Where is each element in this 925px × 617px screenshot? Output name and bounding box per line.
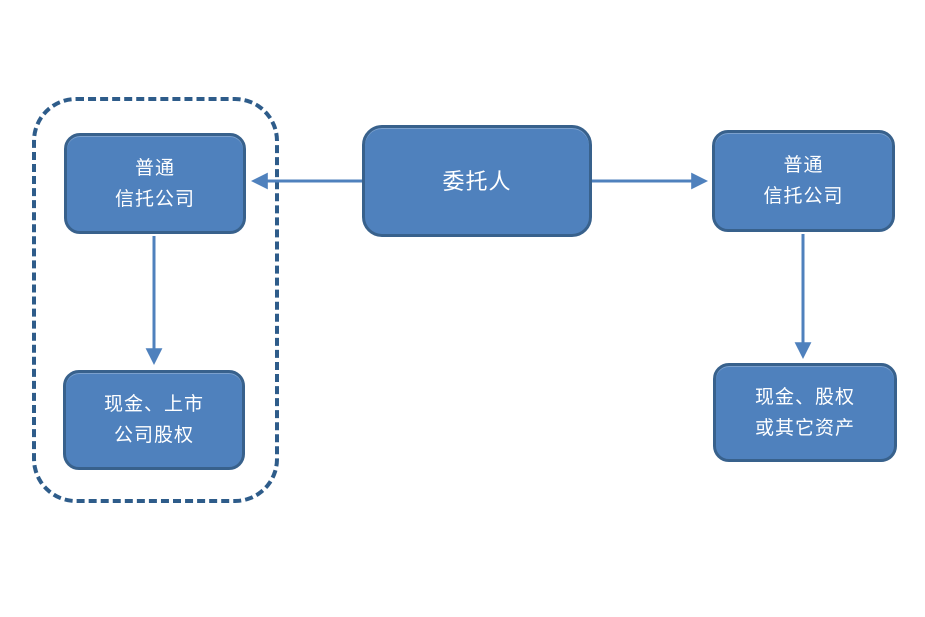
node-right-assets-label-line1: 现金、股权 <box>754 386 855 408</box>
node-left-trust-label-line1: 普通 <box>134 157 175 179</box>
node-left-assets-label-line2: 公司股权 <box>113 425 194 446</box>
dashed-group-outline <box>32 97 279 503</box>
node-principal: 委托人 <box>362 125 592 237</box>
node-principal-label: 委托人 <box>442 168 512 194</box>
node-right-assets: 现金、股权 或其它资产 <box>713 363 897 462</box>
node-left-trust-label-line2: 信托公司 <box>114 188 195 210</box>
node-right-trust-label-line1: 普通 <box>783 155 824 176</box>
node-left-assets-label-line1: 现金、上市 <box>103 394 204 415</box>
node-right-trust-label-line2: 信托公司 <box>763 186 844 207</box>
node-right-assets-label-line2: 或其它资产 <box>754 417 855 439</box>
node-right-trust-company: 普通 信托公司 <box>712 130 895 232</box>
node-left-trust-company: 普通 信托公司 <box>64 133 246 234</box>
node-left-assets: 现金、上市 公司股权 <box>63 370 245 470</box>
